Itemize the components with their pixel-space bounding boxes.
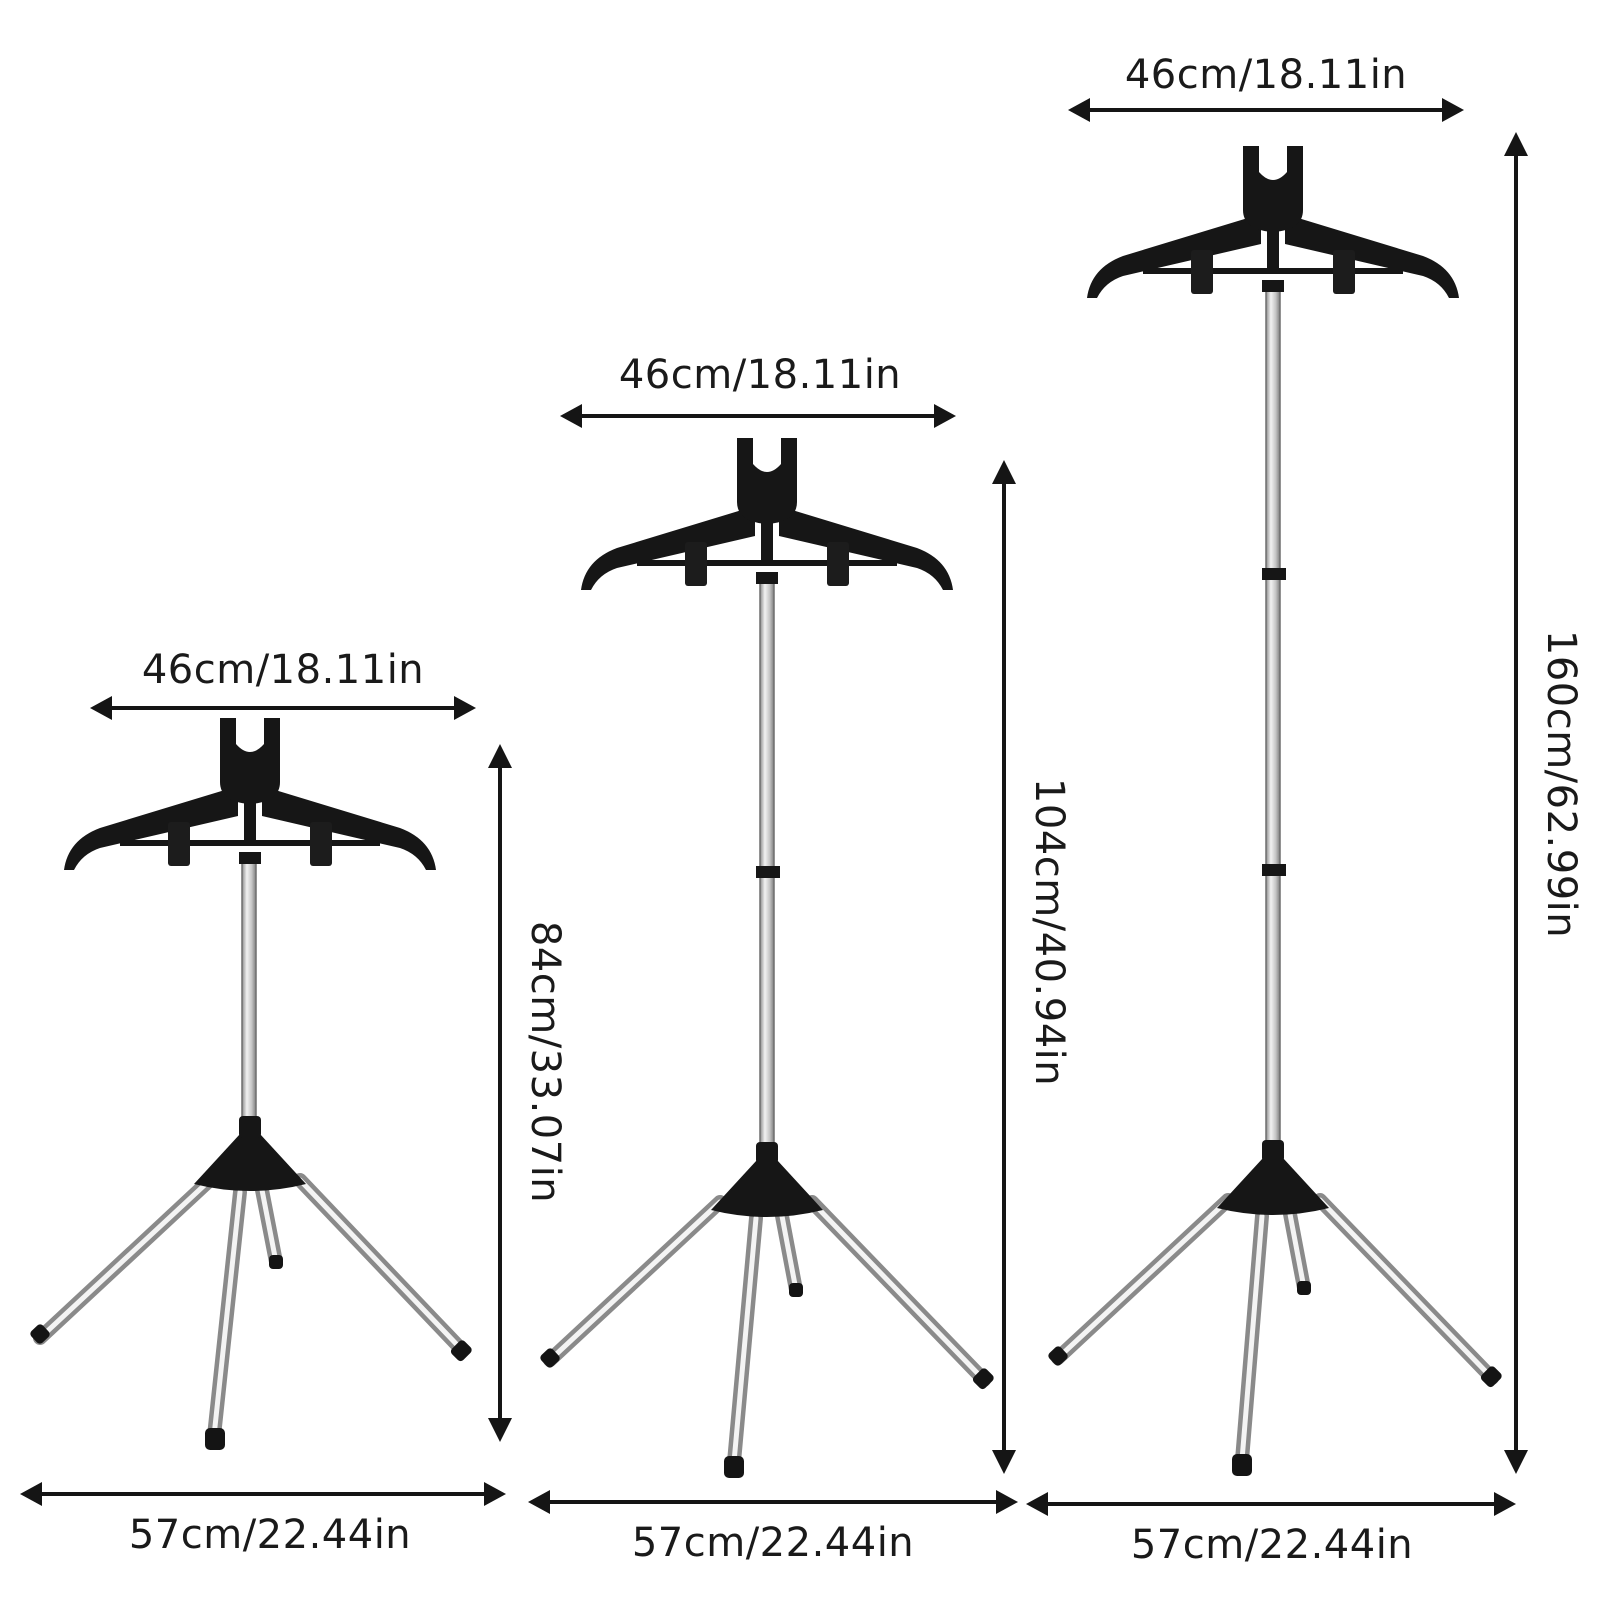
height-label: 104cm/40.94in — [1026, 778, 1072, 1086]
stand-medium: 46cm/18.11in 104cm/40.94in — [528, 352, 1072, 1566]
height-arrow — [992, 460, 1016, 1474]
base-width-label: 57cm/22.44in — [632, 1520, 914, 1566]
height-label: 160cm/62.99in — [1538, 630, 1584, 938]
base-width-arrow — [1026, 1492, 1516, 1516]
hanger-width-arrow — [1068, 98, 1464, 122]
hanger-width-label: 46cm/18.11in — [142, 647, 424, 693]
stand-tall: 46cm/18.11in 160cm/62.99in — [1026, 52, 1584, 1568]
height-label: 84cm/33.07in — [522, 921, 568, 1203]
stand-frame — [30, 718, 472, 1450]
stand-frame — [540, 438, 994, 1478]
base-width-arrow — [528, 1490, 1018, 1514]
stand-short: 46cm/18.11in 84cm/33.07in — [20, 647, 568, 1558]
stand-frame — [1048, 146, 1502, 1476]
base-width-label: 57cm/22.44in — [129, 1512, 411, 1558]
hanger-width-arrow — [560, 404, 956, 428]
base-width-label: 57cm/22.44in — [1131, 1522, 1413, 1568]
height-arrow — [1504, 132, 1528, 1474]
height-arrow — [488, 744, 512, 1442]
hanger-width-label: 46cm/18.11in — [619, 352, 901, 398]
base-width-arrow — [20, 1482, 506, 1506]
hanger-width-arrow — [90, 696, 476, 720]
hanger-width-label: 46cm/18.11in — [1125, 52, 1407, 98]
